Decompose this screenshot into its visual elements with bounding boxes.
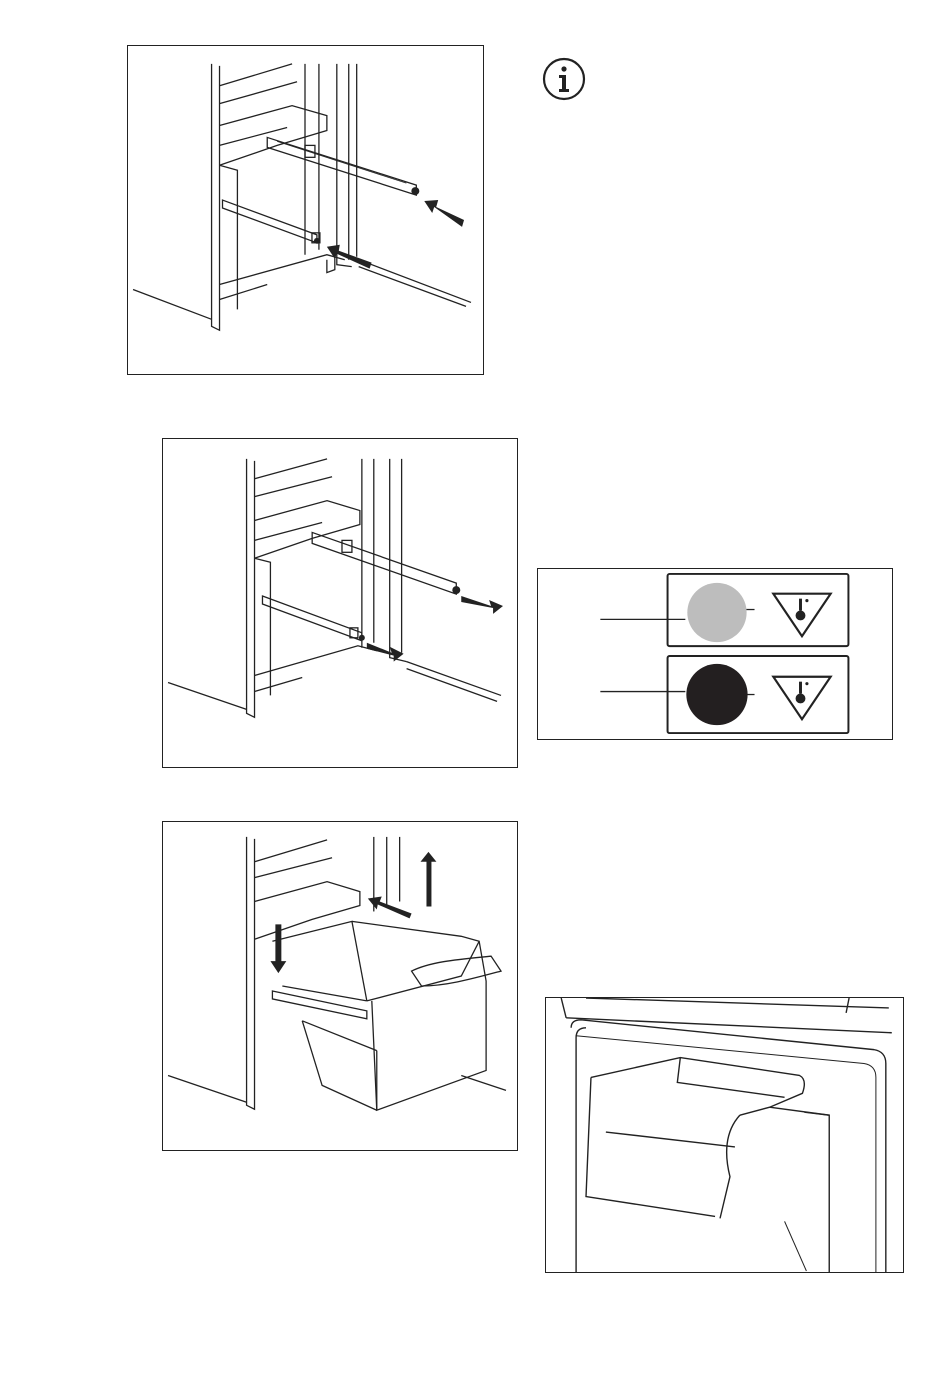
rail-extension-figure [162,438,518,768]
indicator-light-off [687,583,746,642]
indicator-light-on [686,664,747,725]
compartment-cover-figure [545,997,904,1273]
drawer-installation-figure [162,821,518,1151]
info-icon [541,56,587,102]
rail-insertion-figure [127,45,484,375]
indicator-light-figure [537,568,893,740]
